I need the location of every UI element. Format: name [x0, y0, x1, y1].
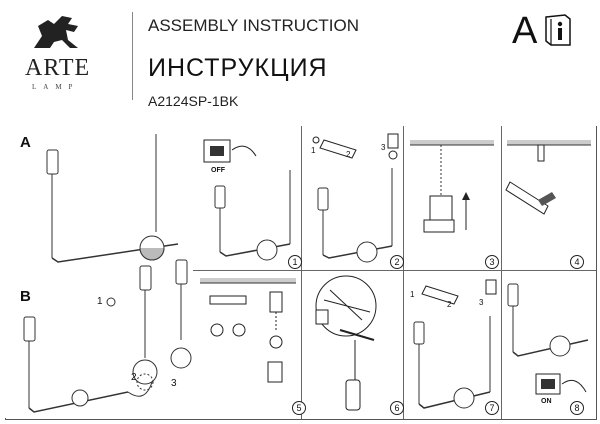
brand-logo: ARTE LAMP — [0, 0, 130, 114]
header: ARTE LAMP ASSEMBLY INSTRUCTION ИНСТРУКЦИ… — [0, 0, 600, 114]
step-panel-3 — [403, 126, 503, 271]
switch-on-label: ON — [541, 398, 552, 405]
title-russian: ИНСТРУКЦИЯ — [148, 54, 328, 82]
variant-letter: A — [512, 10, 538, 52]
callout-7-1: 1 — [410, 290, 415, 299]
section-a-label: A — [20, 134, 31, 151]
griffin-logo-icon — [34, 16, 78, 48]
title-english: ASSEMBLY INSTRUCTION — [148, 16, 359, 35]
step-number-5: 5 — [292, 401, 306, 415]
brand-subtitle: LAMP — [32, 83, 80, 91]
step-number-1: 1 — [288, 255, 302, 269]
step-number-6: 6 — [390, 401, 404, 415]
read-manual-icon — [545, 14, 571, 46]
section-b-label: B — [20, 288, 31, 305]
callout-b2: 2 — [131, 372, 137, 383]
step-number-2: 2 — [390, 255, 404, 269]
panel-overview — [5, 126, 194, 418]
step-number-7: 7 — [485, 401, 499, 415]
step-number-8: 8 — [570, 401, 584, 415]
step-number-4: 4 — [570, 255, 584, 269]
step-number-3: 3 — [485, 255, 499, 269]
callout-b3: 3 — [171, 378, 177, 389]
callout-b1: 1 — [97, 296, 103, 307]
callout-7-2: 2 — [447, 300, 452, 309]
callout-2-3: 3 — [381, 143, 386, 152]
model-number: A2124SP-1BK — [148, 93, 239, 109]
callout-2-1: 1 — [311, 146, 316, 155]
callout-2-2: 2 — [346, 150, 351, 159]
brand-name: ARTE — [25, 55, 91, 81]
header-divider — [132, 12, 133, 100]
callout-7-3: 3 — [479, 298, 484, 307]
switch-off-label: OFF — [211, 167, 225, 174]
